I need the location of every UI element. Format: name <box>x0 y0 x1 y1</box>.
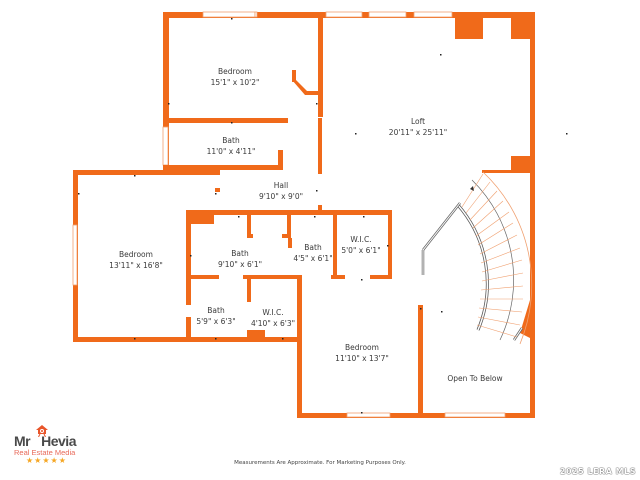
room-name: Hall <box>273 181 289 190</box>
room-name: Bedroom <box>345 343 379 352</box>
room-label-bedroom-2: Bedroom 13'11" x 16'8" <box>109 249 163 271</box>
house-camera-icon <box>36 425 48 437</box>
room-dimensions: 15'1" x 10'2" <box>210 78 260 87</box>
company-logo: Mr Hevia Real Estate Media ★★★★★ <box>14 425 94 470</box>
room-dimensions: 4'10" x 6'3" <box>250 319 296 328</box>
room-dimensions: 20'11" x 25'11" <box>388 128 448 137</box>
room-name: Bedroom <box>218 67 252 76</box>
room-name: W.I.C. <box>350 235 372 244</box>
room-label-bedroom-1: Bedroom 15'1" x 10'2" <box>211 66 260 88</box>
room-label-wic-1: W.I.C. 5'0" x 6'1" <box>341 234 380 256</box>
room-name: Bath <box>231 249 249 258</box>
room-label-wic-2: W.I.C. 4'10" x 6'3" <box>251 307 295 329</box>
room-dimensions: 4'5" x 6'1" <box>293 254 333 263</box>
room-name: Loft <box>410 117 426 126</box>
room-label-hall: Hall 9'10" x 9'0" <box>259 180 303 202</box>
copyright-watermark: 2025 LERA MLS <box>559 467 636 476</box>
room-name: Bath <box>207 306 225 315</box>
room-dimensions: 13'11" x 16'8" <box>109 261 163 270</box>
room-label-bath-3: Bath 4'5" x 6'1" <box>293 242 332 264</box>
room-dimensions: 9'10" x 9'0" <box>258 192 304 201</box>
room-label-bath-1: Bath 11'0" x 4'11" <box>207 135 256 157</box>
room-dimensions: 9'10" x 6'1" <box>217 260 263 269</box>
room-label-open-to-below: Open To Below <box>447 373 502 384</box>
room-name: Bedroom <box>119 250 153 259</box>
room-name: W.I.C. <box>262 308 284 317</box>
staircase <box>421 171 533 345</box>
brand-tagline: Real Estate Media <box>14 448 76 457</box>
room-dimensions: 11'10" x 13'7" <box>335 354 389 363</box>
disclaimer-text: Measurements Are Approximate. For Market… <box>234 460 406 466</box>
brand-right: Hevia <box>41 433 76 449</box>
measurement-markers <box>78 18 568 414</box>
room-label-bath-2: Bath 9'10" x 6'1" <box>218 248 262 270</box>
room-dimensions: 5'9" x 6'3" <box>196 317 236 326</box>
room-name: Bath <box>304 243 322 252</box>
brand-name: Mr Hevia <box>14 433 76 449</box>
room-dimensions: 11'0" x 4'11" <box>206 147 256 156</box>
room-label-bath-4: Bath 5'9" x 6'3" <box>196 305 235 327</box>
room-label-bedroom-3: Bedroom 11'10" x 13'7" <box>335 342 389 364</box>
room-label-loft: Loft 20'11" x 25'11" <box>389 116 447 138</box>
room-name: Open To Below <box>447 374 503 383</box>
room-name: Bath <box>222 136 240 145</box>
star-rating-icon: ★★★★★ <box>26 456 67 465</box>
walls <box>72 11 535 418</box>
room-dimensions: 5'0" x 6'1" <box>341 246 381 255</box>
brand-left: Mr <box>14 433 31 449</box>
